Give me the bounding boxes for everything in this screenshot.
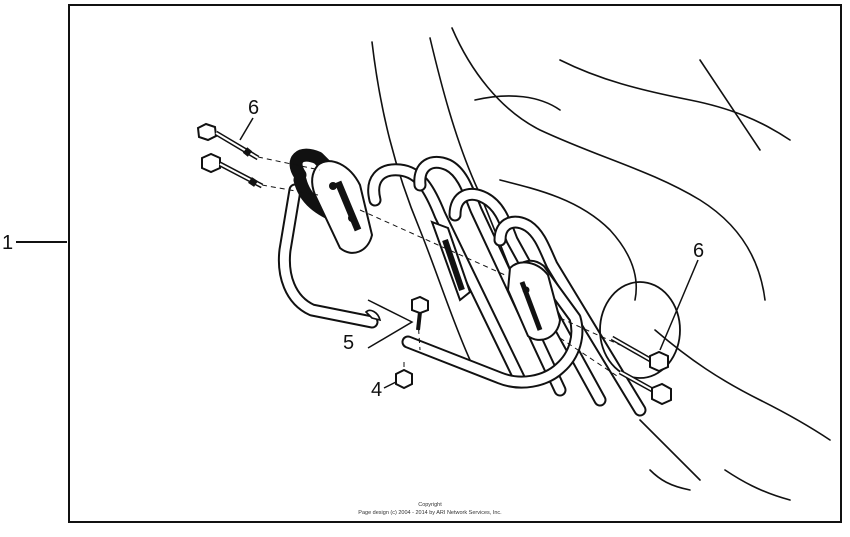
callout-4-leader [383, 381, 397, 389]
callout-6-left-leader [239, 117, 254, 141]
bolt-lower-right [618, 369, 672, 406]
copyright-line-2: Page design (c) 2004 - 2014 by ARI Netwo… [358, 510, 502, 516]
center-clamp [430, 220, 472, 302]
callout-4-label: 4 [371, 379, 382, 401]
callout-5-label: 5 [343, 332, 354, 354]
nut [395, 368, 413, 390]
callout-1-label: 1 [2, 232, 13, 254]
round-cover [599, 281, 681, 379]
exhaust-pipes [367, 155, 647, 417]
right-bracket [506, 261, 562, 341]
engine-outline [371, 27, 831, 501]
callout-5-marker [367, 299, 414, 349]
bolt-lower-left [201, 152, 264, 189]
spacer-bolt [364, 295, 429, 331]
left-bracket [311, 160, 374, 254]
bolt-upper-right [610, 335, 669, 373]
bolt-upper-left [196, 122, 260, 161]
copyright-line-1: Copyright [418, 502, 442, 508]
callout-6-right-label: 6 [693, 240, 704, 262]
callout-6-right-leader [659, 259, 699, 351]
assembly-lines [257, 156, 621, 379]
callout-6-left-label: 6 [248, 97, 259, 119]
